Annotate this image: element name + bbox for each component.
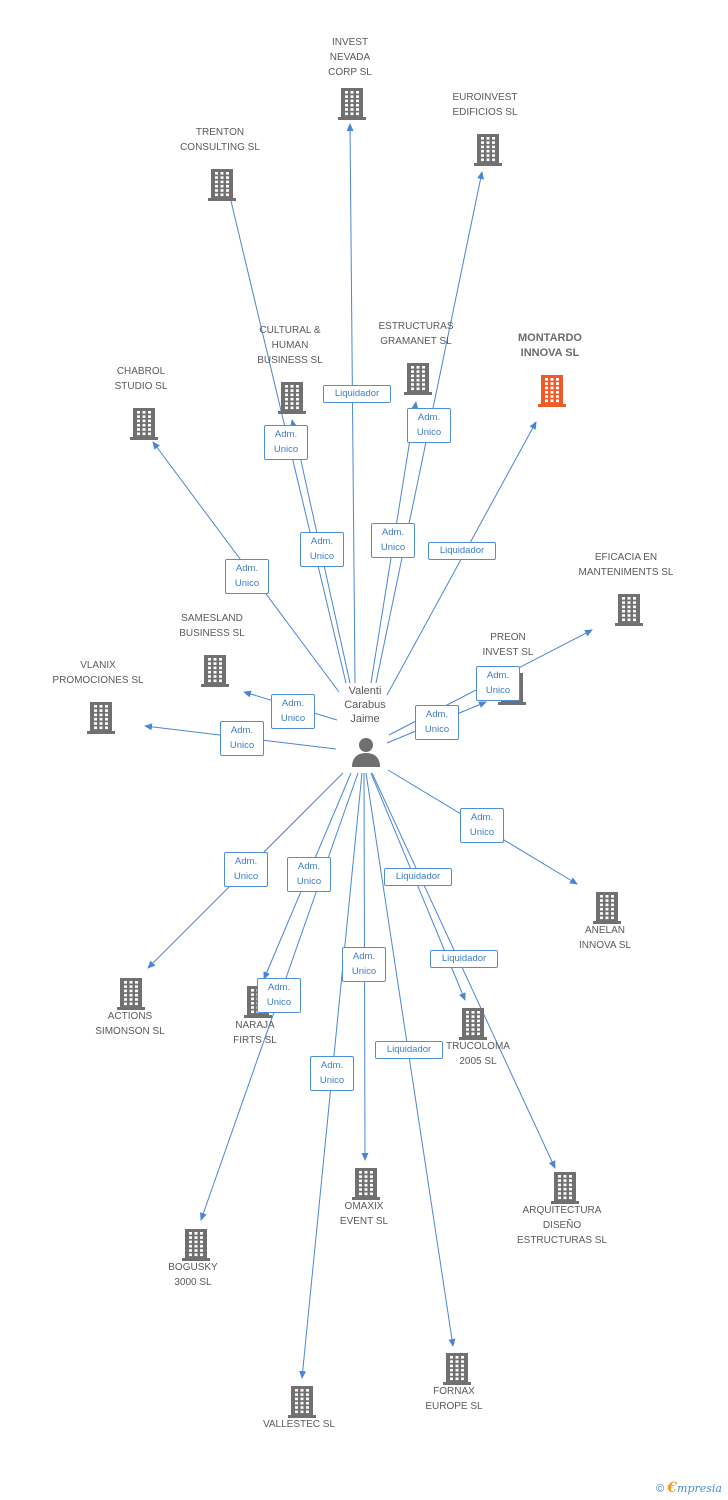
company-label-montardo-innova[interactable]: MONTARDO INNOVA SL	[518, 332, 582, 359]
relation-badge-samesland-business: Adm. Unico	[271, 694, 315, 729]
building-icon[interactable]	[128, 407, 160, 446]
relation-badge-anelan-innova: Adm. Unico	[460, 808, 504, 843]
relation-badge-montardo-innova: Liquidador	[428, 542, 496, 560]
edge-invest-nevada-corp	[346, 123, 356, 684]
edge-arquitectura-diseno	[371, 772, 556, 1169]
company-label-trenton-consulting[interactable]: TRENTON CONSULTING SL	[180, 127, 260, 153]
highlighted-building-icon[interactable]	[536, 374, 568, 413]
building-icon[interactable]	[180, 1228, 212, 1267]
company-label-arquitectura-diseno[interactable]: ARQUITECTURA DISEÑO ESTRUCTURAS SL	[516, 1205, 607, 1246]
brand-name: mpresia	[677, 1482, 722, 1495]
relation-badge-vlanix-promociones: Adm. Unico	[220, 721, 264, 756]
company-label-chabrol-studio[interactable]: CHABROL STUDIO SL	[114, 366, 168, 392]
relation-badge-invest-nevada-corp: Liquidador	[323, 385, 391, 403]
building-icon[interactable]	[441, 1352, 473, 1391]
brand-initial: €	[667, 1480, 678, 1496]
building-icon[interactable]	[613, 593, 645, 632]
building-icon[interactable]	[457, 1007, 489, 1046]
relation-badge-cultural-human-business: Adm. Unico	[300, 532, 344, 567]
relation-badge-omaxix-event: Adm. Unico	[342, 947, 386, 982]
company-label-actions-simonson[interactable]: ACTIONS SIMONSON SL	[95, 1011, 165, 1037]
building-icon[interactable]	[115, 977, 147, 1016]
person-name: Valenti Carabus Jaime	[344, 685, 386, 725]
company-label-invest-nevada-corp[interactable]: INVEST NEVADA CORP SL	[328, 37, 372, 78]
company-label-preon-invest[interactable]: PREON INVEST SL	[482, 632, 534, 658]
building-icon[interactable]	[276, 381, 308, 420]
building-icon[interactable]	[199, 654, 231, 693]
relation-badge-naraja-firts: Adm. Unico	[287, 857, 331, 892]
company-label-vallestec[interactable]: VALLESTEC SL	[262, 1419, 336, 1430]
relation-badge-fornax-europe: Liquidador	[375, 1041, 443, 1059]
relation-badge-vallestec: Adm. Unico	[310, 1056, 354, 1091]
relation-badge-chabrol-studio: Adm. Unico	[225, 559, 269, 594]
relation-badge-trucoloma-2005: Liquidador	[384, 868, 452, 886]
company-label-vlanix-promociones[interactable]: VLANIX PROMOCIONES SL	[52, 660, 144, 686]
relation-badge-euroinvest-edificios: Adm. Unico	[407, 408, 451, 443]
company-label-anelan-innova[interactable]: ANELAN INNOVA SL	[578, 925, 632, 951]
relation-badge-eficacia-manteniments: Adm. Unico	[476, 666, 520, 701]
company-label-trucoloma-2005[interactable]: TRUCOLOMA 2005 SL	[446, 1041, 510, 1067]
relation-badge-estructuras-gramanet: Adm. Unico	[371, 523, 415, 558]
building-icon[interactable]	[350, 1167, 382, 1206]
building-icon[interactable]	[206, 168, 238, 207]
brand-logo[interactable]: €mpresia	[667, 1480, 722, 1496]
company-label-cultural-human-business[interactable]: CULTURAL & HUMAN BUSINESS SL	[257, 325, 323, 366]
relation-badge-preon-invest: Adm. Unico	[415, 705, 459, 740]
company-label-eficacia-manteniments[interactable]: EFICACIA EN MANTENIMENTS SL	[578, 552, 674, 578]
copyright-symbol: ©	[656, 1483, 665, 1495]
company-label-samesland-business[interactable]: SAMESLAND BUSINESS SL	[179, 613, 245, 639]
building-icon[interactable]	[336, 87, 368, 126]
relation-badge-arquitectura-diseno: Liquidador	[430, 950, 498, 968]
company-label-fornax-europe[interactable]: FORNAX EUROPE SL	[425, 1386, 483, 1412]
company-label-bogusky-3000[interactable]: BOGUSKY 3000 SL	[168, 1262, 218, 1288]
company-label-omaxix-event[interactable]: OMAXIX EVENT SL	[339, 1201, 389, 1227]
building-icon[interactable]	[591, 891, 623, 930]
building-icon[interactable]	[85, 701, 117, 740]
relation-badge-trenton-consulting: Adm. Unico	[264, 425, 308, 460]
person-icon[interactable]	[350, 736, 382, 768]
company-label-euroinvest-edificios[interactable]: EUROINVEST EDIFICIOS SL	[452, 92, 518, 118]
relation-badge-bogusky-3000: Adm. Unico	[257, 978, 301, 1013]
building-icon[interactable]	[402, 362, 434, 401]
building-icon[interactable]	[549, 1171, 581, 1210]
edge-fornax-europe	[365, 772, 456, 1347]
relation-badge-actions-simonson: Adm. Unico	[224, 852, 268, 887]
footer-brand: © €mpresia	[656, 1480, 722, 1496]
company-label-estructuras-gramanet[interactable]: ESTRUCTURAS GRAMANET SL	[378, 321, 454, 347]
building-icon[interactable]	[472, 133, 504, 172]
building-icon[interactable]	[286, 1385, 318, 1424]
company-label-naraja-firts[interactable]: NARAJA FIRTS SL	[233, 1020, 277, 1046]
